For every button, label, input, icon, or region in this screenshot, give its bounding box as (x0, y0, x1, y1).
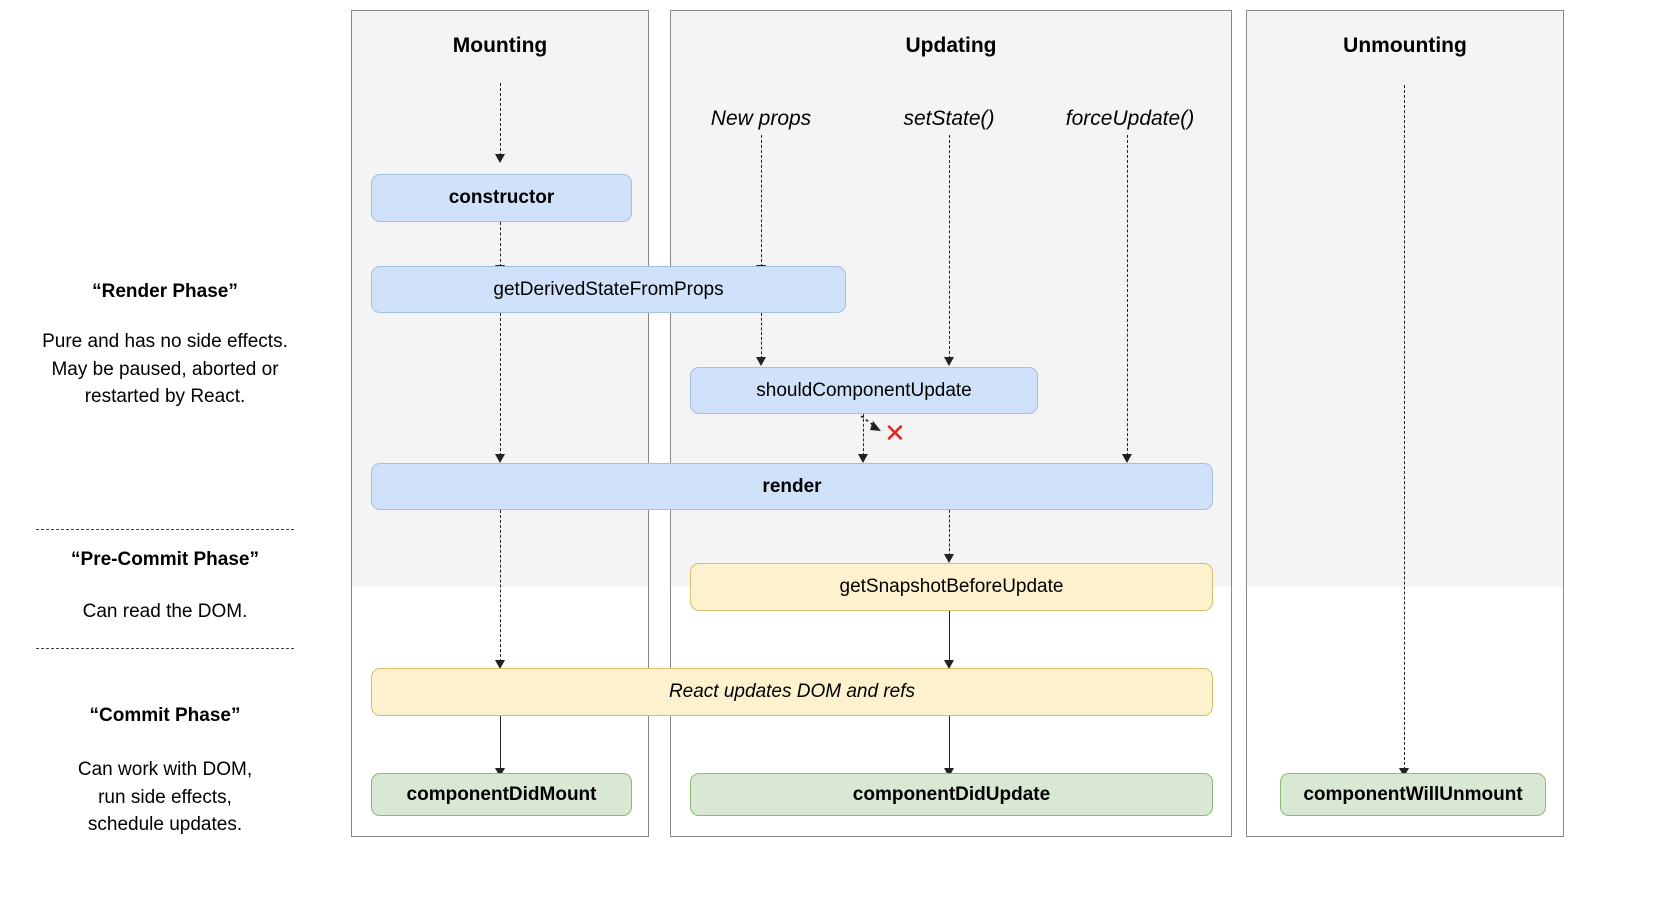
phase-title-render: “Render Phase” (92, 281, 238, 302)
arrow-react-updates-to-did-mount (500, 716, 501, 770)
arrowhead-set-state-scu (943, 357, 954, 366)
arrowhead-mounting-did-mount (494, 768, 505, 777)
phase-title-pre-commit: “Pre-Commit Phase” (71, 549, 259, 570)
arrow-unmounting-to-will-unmount (1404, 85, 1405, 770)
arrow-force-update-to-render (1127, 135, 1128, 456)
arrowhead-mounting-constructor (494, 154, 505, 163)
node-get-derived-state-from-props[interactable]: getDerivedStateFromProps (371, 266, 846, 313)
arrow-render-to-snapshot (949, 510, 950, 556)
arrowhead-snapshot-react-updates (943, 660, 954, 669)
arrow-scu-to-render (863, 414, 864, 456)
trigger-label-set-state: setState() (903, 107, 995, 130)
node-constructor[interactable]: constructor (371, 174, 632, 222)
node-should-component-update[interactable]: shouldComponentUpdate (690, 367, 1038, 414)
arrowhead-mounting-react-updates (494, 660, 505, 669)
arrowhead-unmounting-will-unmount (1398, 768, 1409, 777)
node-render[interactable]: render (371, 463, 1213, 510)
arrow-render-to-react-updates-mounting (500, 510, 501, 662)
node-react-updates-dom-and-refs[interactable]: React updates DOM and refs (371, 668, 1213, 716)
arrow-new-props-to-gdsfp (761, 135, 762, 267)
trigger-label-force-update: forceUpdate() (1065, 107, 1195, 130)
arrow-gdsfp-to-render-mounting (500, 313, 501, 456)
arrow-react-updates-to-did-update (949, 716, 950, 770)
node-get-snapshot-before-update[interactable]: getSnapshotBeforeUpdate (690, 563, 1213, 611)
node-component-did-mount[interactable]: componentDidMount (371, 773, 632, 816)
phase-body-pre-commit: Can read the DOM. (82, 601, 248, 622)
phase-body-commit: Can work with DOM, run side effects, sch… (77, 759, 253, 836)
arrowhead-scu-render (857, 454, 868, 463)
arrowhead-mounting-render (494, 454, 505, 463)
node-component-did-update[interactable]: componentDidUpdate (690, 773, 1213, 816)
arrow-constructor-to-gdsfp (500, 222, 501, 267)
arrow-set-state-to-scu (949, 135, 950, 359)
arrow-mounting-start-to-constructor (500, 83, 501, 156)
phase-divider-bottom (36, 648, 294, 649)
phase-body-render: Pure and has no side effects. May be pau… (42, 331, 288, 408)
arrow-gdsfp-to-scu (761, 313, 762, 359)
arrowhead-react-updates-did-update (943, 768, 954, 777)
arrowhead-gdsfp-scu (755, 357, 766, 366)
branch-skip-render-arrow (860, 415, 881, 431)
arrow-snapshot-to-react-updates (949, 611, 950, 662)
skip-render-x-icon: ✕ (884, 419, 906, 449)
column-title-mounting: Mounting (452, 34, 548, 57)
phase-title-commit: “Commit Phase” (89, 705, 241, 726)
arrowhead-render-snapshot (943, 554, 954, 563)
arrowhead-force-update-render (1121, 454, 1132, 463)
unmounting-render-phase-region (1246, 10, 1564, 588)
phase-divider-top (36, 529, 294, 530)
column-title-unmounting: Unmounting (1343, 34, 1467, 57)
column-title-updating: Updating (905, 34, 997, 57)
node-component-will-unmount[interactable]: componentWillUnmount (1280, 773, 1546, 816)
trigger-label-new-props: New props (710, 107, 812, 130)
